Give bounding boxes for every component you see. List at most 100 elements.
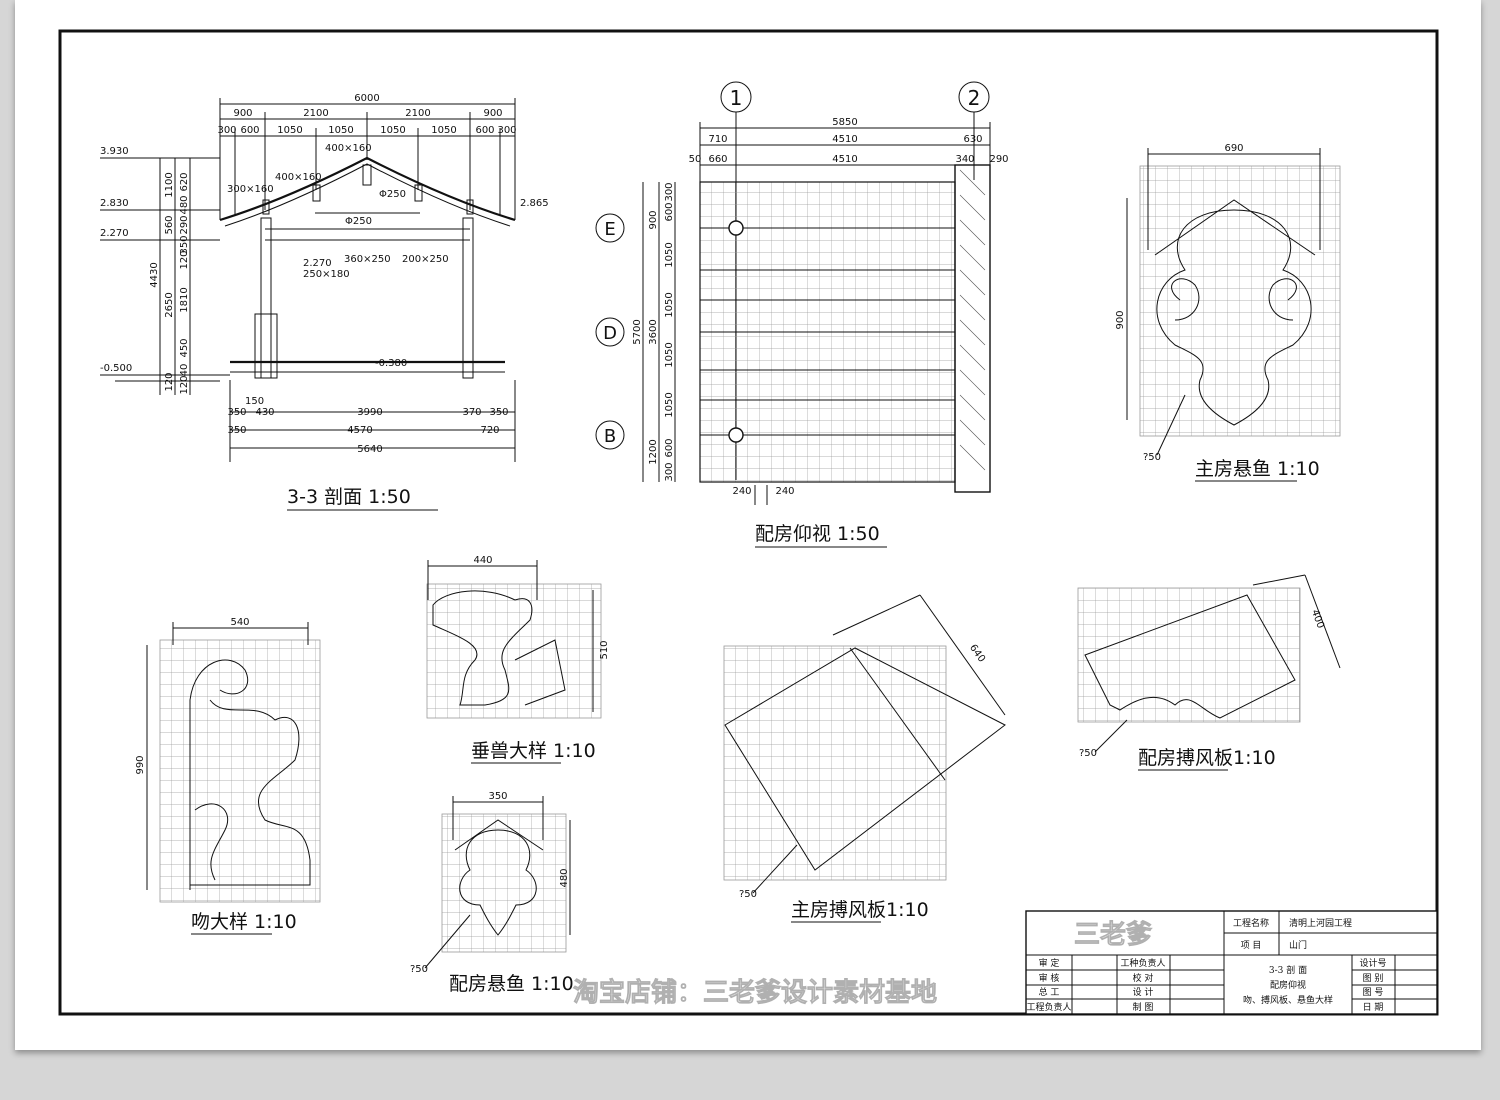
swb-note: ?50 [1079,748,1097,759]
sec-top-r1-3: 900 [483,108,502,119]
sec-left-c2-4: 120 [179,250,190,269]
bv-left-c2-1: 1050 [664,242,675,267]
tb-row-role-2: 设 计 [1133,986,1154,998]
sec-left-c2-0: 620 [179,172,190,191]
tb-drawing-line-3: 吻、搏风板、悬鱼大样 [1243,994,1333,1006]
elev-3930: 3.930 [100,146,129,157]
sec-top-r1-1: 2100 [303,108,328,119]
bv-top-r2-4: 290 [989,154,1008,165]
kiss-beast-shape [189,659,311,890]
sec-bot-r2-2: 720 [480,425,499,436]
tb-row-role-0: 工种负责人 [1120,957,1165,969]
bv-left-c1-0: 900 [648,210,659,229]
sec-left-c2-5: 1810 [179,287,190,312]
sec-left-c1-3: 120 [164,372,175,391]
bv-top-r1-2: 630 [963,134,982,145]
tb-drawing-line-2: 配房仰视 [1270,979,1306,991]
title-block: 工程名称 清明上河园工程 项 目 山门 审 定工种负责人审 核校 对总 工设 计… [1025,910,1438,1015]
main-fish-title: 主房悬鱼 1:10 [1195,458,1320,480]
sec-top-total: 6000 [354,93,379,104]
bv-top-r1-0: 710 [708,134,727,145]
side-wind-board: 400 ?50 配房搏风板1:10 [1077,574,1341,771]
member-200x250: 200×250 [402,254,449,265]
axis-2: 2 [968,86,981,110]
side-fish-title: 配房悬鱼 1:10 [449,973,574,995]
main-suspended-fish: 690 900 ?50 主房悬鱼 1:10 [1115,143,1341,482]
elev-2865: 2.865 [520,198,549,209]
sec-bot-r1-1: 430 [255,407,274,418]
bv-left-c2-4: 1050 [664,392,675,417]
bottom-view-title: 配房仰视 1:50 [755,523,880,545]
bv-bottom-240-a: 240 [732,486,751,497]
sec-top-r2-3: 1050 [328,125,353,136]
kb-height: 990 [135,755,146,774]
sec-top-r2-0: 300 [217,125,236,136]
bv-left-total: 5700 [632,319,643,344]
drawing-sheet: 6000 900 2100 2100 900 300 600 1050 1050 1050 10… [15,0,1481,1050]
kb-width: 540 [230,617,249,628]
axis-1: 1 [730,86,743,110]
watermark-shop: 淘宝店铺：三老爹设计素材基地 [573,977,937,1008]
ssf-height: 480 [559,868,570,887]
sec-left-total: 4430 [149,262,160,287]
sec-bottom-total: 5640 [357,444,382,455]
sec-bottom-150: 150 [245,396,264,407]
ssf-width: 350 [488,791,507,802]
tb-right-label-0: 设计号 [1359,957,1386,969]
tb-row-role-1: 校 对 [1133,972,1154,984]
axis-D: D [603,323,617,344]
mwb-size: 640 [967,643,987,665]
axis-E: E [604,219,615,240]
sec-bot-r1-2: 3990 [357,407,382,418]
kiss-beast-title: 吻大样 1:10 [191,911,297,933]
sec-bot-r1-4: 350 [489,407,508,418]
hb-width: 440 [473,555,492,566]
elev-inner-2270: 2.270 [303,258,332,269]
side-wind-board-title: 配房搏风板1:10 [1138,747,1276,769]
elev-2830: 2.830 [100,198,129,209]
sec-left-c2-3: 350 [179,235,190,254]
bv-top-r2-2: 4510 [832,154,857,165]
member-300x160: 300×160 [227,184,274,195]
member-360x250: 360×250 [344,254,391,265]
bv-left-c2-6: 300 [664,462,675,481]
tb-item-label: 项 目 [1241,940,1262,951]
tb-row-label-0: 审 定 [1039,957,1060,969]
ssf-note: ?50 [410,964,428,975]
section-3-3-title: 3-3 剖面 1:50 [287,486,411,508]
side-fish-shape [454,819,544,936]
tb-row-label-1: 审 核 [1039,972,1060,984]
mwb-note: ?50 [739,889,757,900]
cad-drawing: 6000 900 2100 2100 900 300 600 1050 1050 1050 10… [58,29,1439,1016]
bv-top-r2-1: 660 [708,154,727,165]
sec-top-r1-2: 2100 [405,108,430,119]
hanging-beast-shape [432,590,566,706]
bv-left-c2-0: 600 [664,202,675,221]
tb-right-label-3: 日 期 [1363,1002,1384,1013]
sec-top-r2-4: 1050 [380,125,405,136]
sec-left-c2-8: 120 [179,375,190,394]
msf-width: 690 [1224,143,1243,154]
bv-left-c2-3: 1050 [664,342,675,367]
tb-row-label-2: 总 工 [1039,986,1060,998]
main-wind-board-title: 主房搏风板1:10 [791,899,929,921]
member-400x160-top: 400×160 [325,143,372,154]
bv-top-total: 5850 [832,117,857,128]
sec-left-c1-0: 1100 [164,172,175,197]
bv-left-c1-2: 1200 [648,439,659,464]
member-400x160: 400×160 [275,172,322,183]
hanging-beast-title: 垂兽大样 1:10 [471,740,596,762]
tb-right-label-2: 图 号 [1363,987,1384,998]
tb-drawing-line-1: 3-3 剖 面 [1269,964,1307,976]
elev-2270: 2.270 [100,228,129,239]
sec-bot-r1-0: 350 [227,407,246,418]
msf-height: 900 [1115,310,1126,329]
sec-top-r2-7: 300 [497,125,516,136]
bv-left-c1-1: 3600 [648,319,659,344]
sec-left-c2-2: 290 [179,215,190,234]
sec-top-r1-0: 900 [233,108,252,119]
main-wind-board-shape [724,647,1006,871]
tb-right-label-1: 图 别 [1363,973,1384,984]
